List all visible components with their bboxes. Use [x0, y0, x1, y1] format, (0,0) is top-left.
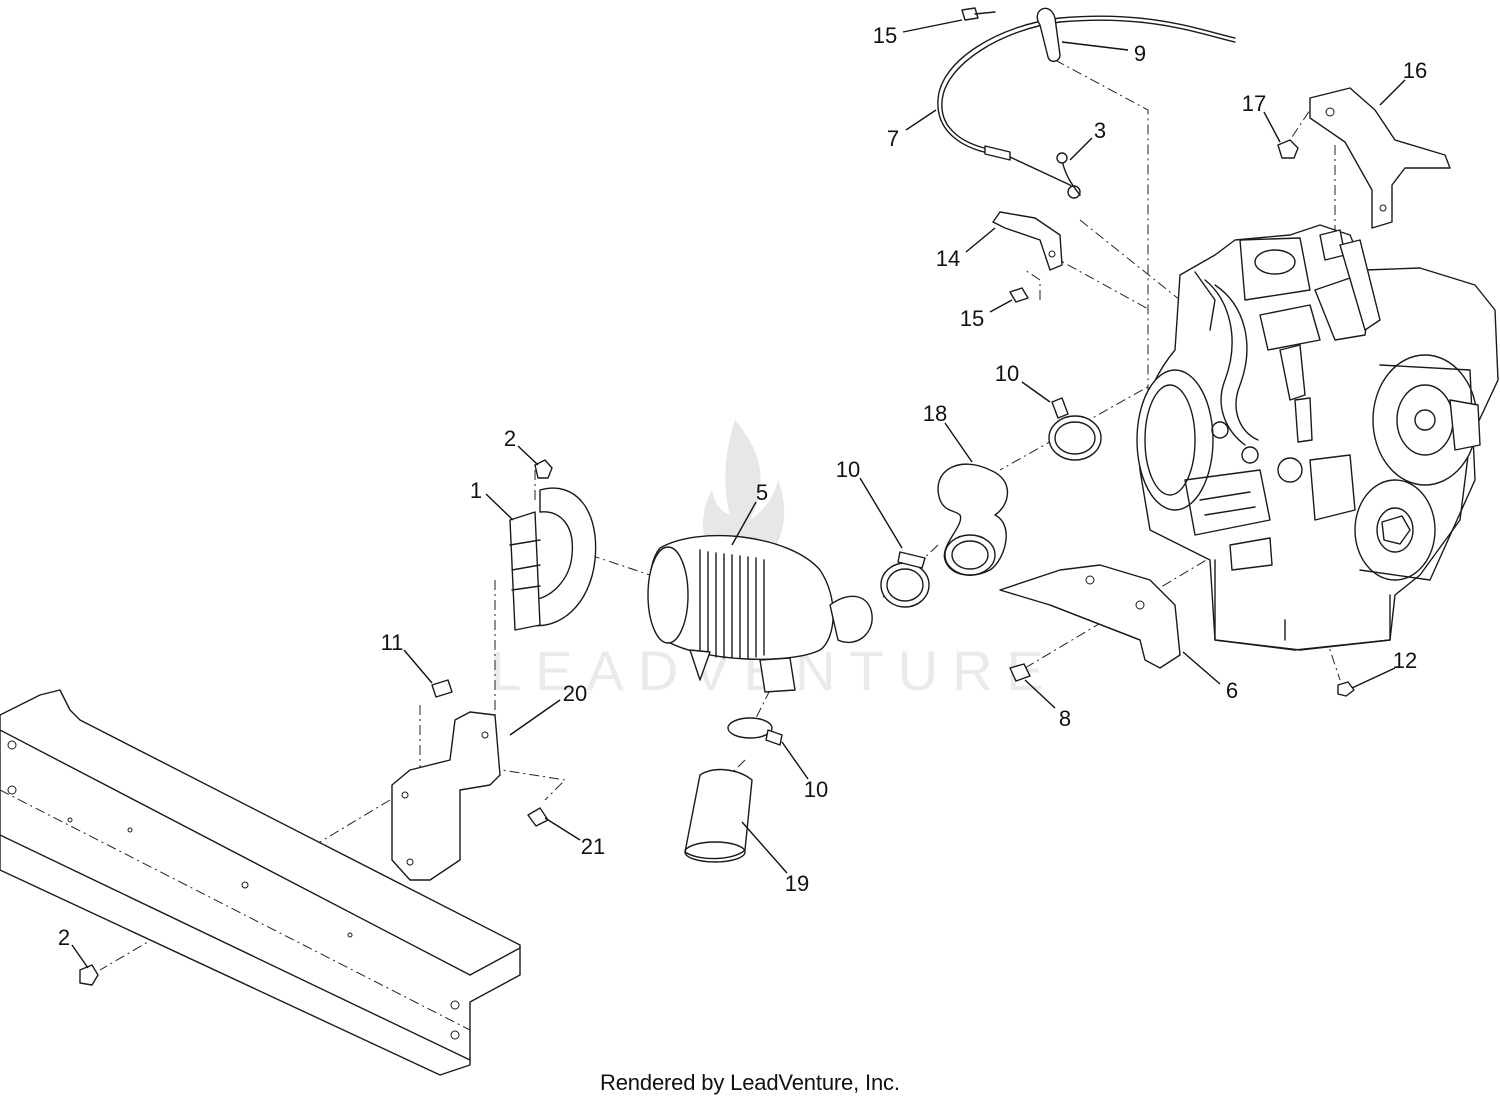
callout-number: 2 [58, 925, 70, 950]
engine [1136, 224, 1499, 651]
callout-leader [902, 19, 963, 33]
callout-number: 2 [504, 426, 516, 451]
bolt-21 [527, 807, 549, 827]
callout-leader [485, 493, 514, 521]
callout-20[interactable]: 20 [509, 681, 587, 736]
air-cleaner-5 [647, 534, 873, 693]
bracket-14 [992, 211, 1063, 303]
callout-leader [1379, 79, 1406, 106]
callout-leader [1021, 381, 1051, 403]
callout-number: 18 [923, 401, 947, 426]
callout-number: 10 [804, 777, 828, 802]
callout-15[interactable]: 15 [960, 299, 1013, 331]
callout-leader [403, 649, 433, 684]
callout-leader [1069, 137, 1093, 161]
callout-15[interactable]: 15 [873, 19, 963, 48]
callout-10[interactable]: 10 [781, 741, 828, 802]
callout-9[interactable]: 9 [1061, 41, 1146, 66]
callout-leader [1263, 111, 1281, 143]
callout-leader [1351, 667, 1396, 689]
callout-leader [509, 699, 561, 736]
callout-10[interactable]: 10 [995, 361, 1051, 403]
callout-2[interactable]: 2 [58, 925, 89, 969]
callout-number: 10 [995, 361, 1019, 386]
callout-leader [965, 227, 996, 253]
callout-leader [731, 501, 757, 546]
callout-leader [1024, 679, 1056, 709]
hose-clamp-10a [1048, 397, 1102, 461]
callout-number: 8 [1059, 706, 1071, 731]
callout-1[interactable]: 1 [470, 478, 514, 521]
footer-credit: Rendered by LeadVenture, Inc. [600, 1070, 900, 1095]
callout-number: 12 [1393, 648, 1417, 673]
callout-number: 3 [1094, 118, 1106, 143]
callout-7[interactable]: 7 [887, 109, 937, 151]
callout-number: 17 [1242, 91, 1266, 116]
callout-21[interactable]: 21 [544, 817, 605, 859]
callout-number: 19 [785, 871, 809, 896]
nut-2b [79, 964, 99, 986]
callout-19[interactable]: 19 [741, 821, 809, 896]
callout-leader [944, 422, 973, 463]
hose-clamp-10b [880, 551, 930, 608]
callout-leader [905, 109, 937, 131]
callout-number: 15 [873, 23, 897, 48]
callout-leader [741, 821, 788, 874]
callout-11[interactable]: 11 [381, 630, 433, 684]
callout-leader [781, 741, 809, 780]
callout-number: 21 [581, 834, 605, 859]
callout-16[interactable]: 16 [1379, 58, 1427, 106]
callout-number: 16 [1403, 58, 1427, 83]
callout-number: 7 [887, 126, 899, 151]
throttle-cable [937, 7, 1236, 199]
callout-6[interactable]: 6 [1182, 651, 1238, 703]
hose-clamp-10c [727, 717, 783, 746]
callout-number: 5 [756, 480, 768, 505]
callout-10[interactable]: 10 [836, 457, 903, 549]
bracket-16 [1277, 87, 1451, 229]
callout-number: 6 [1226, 678, 1238, 703]
callout-number: 15 [960, 306, 984, 331]
frame-rail [0, 689, 521, 1076]
callout-18[interactable]: 18 [923, 401, 973, 463]
callout-2[interactable]: 2 [504, 426, 539, 466]
callout-leader [71, 944, 89, 969]
callout-number: 14 [936, 246, 960, 271]
cable-clamp [1036, 7, 1061, 62]
intake-hose-18 [937, 463, 1009, 576]
wire-part-3 [1056, 152, 1081, 196]
callout-number: 11 [381, 630, 404, 655]
callout-number: 9 [1134, 41, 1146, 66]
callout-leader [859, 477, 903, 549]
callout-number: 1 [470, 478, 482, 503]
bolt-15a [961, 7, 979, 21]
bolt-11 [431, 679, 453, 698]
bracket-1 [509, 459, 597, 631]
callout-8[interactable]: 8 [1024, 679, 1071, 731]
callout-17[interactable]: 17 [1242, 91, 1281, 143]
callout-3[interactable]: 3 [1069, 118, 1106, 161]
callout-leader [517, 445, 539, 466]
callout-leader [989, 299, 1013, 313]
callout-5[interactable]: 5 [731, 480, 768, 546]
mount-plate-20 [391, 679, 549, 881]
nut-17 [1277, 139, 1299, 159]
callout-12[interactable]: 12 [1351, 648, 1417, 689]
callout-leader [1061, 41, 1129, 51]
callout-number: 10 [836, 457, 860, 482]
flame-icon [702, 420, 785, 565]
callout-number: 20 [563, 681, 587, 706]
bolt-8 [1009, 663, 1031, 682]
callout-leader [544, 817, 581, 841]
callout-leader [1182, 651, 1221, 685]
callout-14[interactable]: 14 [936, 227, 996, 271]
nut-12 [1337, 681, 1355, 697]
bracket-6 [999, 564, 1181, 682]
hose-19 [684, 768, 753, 863]
bolt-15b [1009, 287, 1029, 303]
nut-2a [534, 459, 553, 479]
